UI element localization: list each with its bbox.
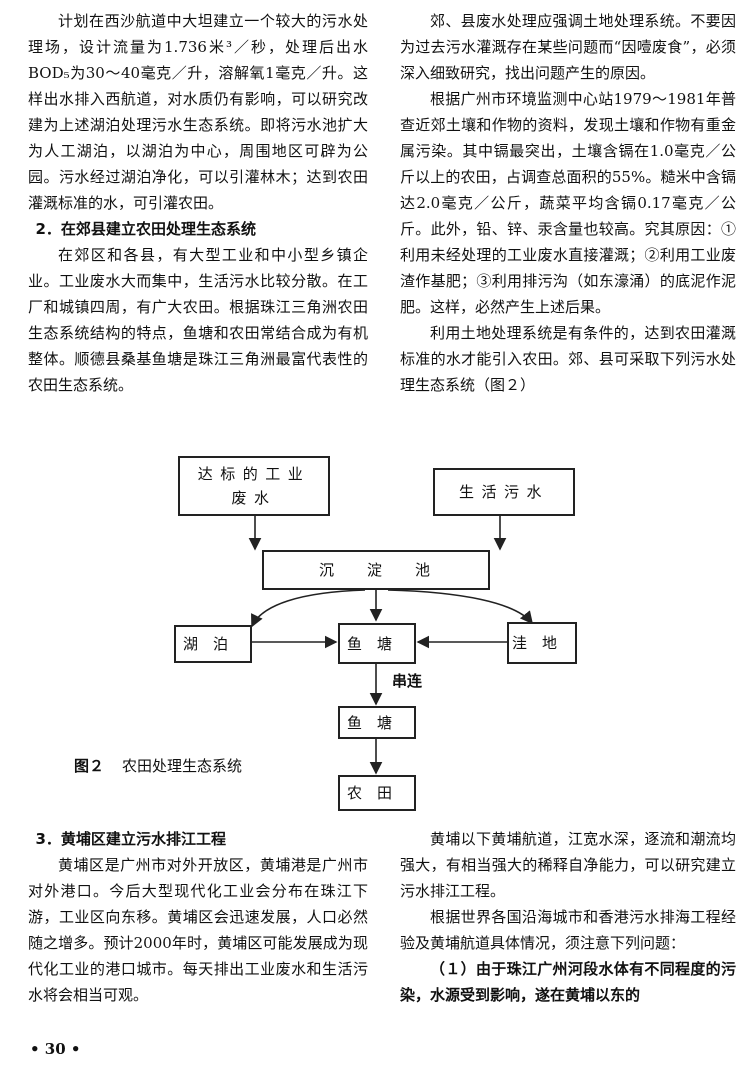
diagram-connectors bbox=[248, 516, 534, 775]
series-label: 串连 bbox=[392, 672, 423, 690]
figure-title: 农田处理生态系统 bbox=[122, 757, 243, 775]
node-fishpond-series: 鱼塘 bbox=[338, 706, 416, 739]
node-lowland: 洼地 bbox=[507, 622, 577, 664]
node-industrial-wastewater: 达标的工业废水 bbox=[178, 456, 330, 516]
node-sedimentation-tank: 沉淀池 bbox=[262, 550, 490, 590]
paragraph: 黄埔区是广州市对外开放区，黄埔港是广州市对外港口。今后大型现代化工业会分布在珠江… bbox=[28, 856, 368, 1004]
page-number: • 30 • bbox=[30, 1040, 81, 1058]
paragraph: 根据世界各国沿海城市和香港污水排海工程经验及黄埔航道具体情况，须注意下列问题： bbox=[400, 908, 736, 952]
paragraph: 郊、县废水处理应强调土地处理系统。不要因为过去污水灌溉存在某些问题而“因噎废食”… bbox=[400, 12, 736, 82]
bottom-left-column: 3．黄埔区建立污水排江工程 黄埔区是广州市对外开放区，黄埔港是广州市对外港口。今… bbox=[28, 826, 368, 1008]
paragraph: （１）由于珠江广州河段水体有不同程度的污染，水源受到影响，遂在黄埔以东的 bbox=[400, 960, 736, 1004]
top-right-column: 郊、县废水处理应强调土地处理系统。不要因为过去污水灌溉存在某些问题而“因噎废食”… bbox=[400, 8, 736, 398]
top-left-column: 计划在西沙航道中大坦建立一个较大的污水处理场，设计流量为1.736米³／秒，处理… bbox=[28, 8, 368, 398]
bottom-right-column: 黄埔以下黄埔航道，江宽水深，逐流和潮流均强大，有相当强大的稀释自净能力，可以研究… bbox=[400, 826, 736, 1008]
arrow-sedimentation-to-lowland bbox=[387, 589, 534, 625]
node-fishpond: 鱼塘 bbox=[338, 623, 416, 664]
paragraph: 根据广州市环境监测中心站1979～1981年普查近郊土壤和作物的资料，发现土壤和… bbox=[400, 90, 736, 316]
figure-number: 图２ bbox=[74, 757, 105, 775]
node-lake: 湖泊 bbox=[174, 625, 252, 663]
paragraph: 计划在西沙航道中大坦建立一个较大的污水处理场，设计流量为1.736米³／秒，处理… bbox=[28, 12, 368, 212]
section-heading-2: 2．在郊县建立农田处理生态系统 bbox=[35, 220, 256, 238]
paragraph: 黄埔以下黄埔航道，江宽水深，逐流和潮流均强大，有相当强大的稀释自净能力，可以研究… bbox=[400, 830, 736, 900]
arrow-sedimentation-to-lake bbox=[251, 589, 366, 628]
paragraph: 利用土地处理系统是有条件的，达到农田灌溉标准的水才能引入农田。郊、县可采取下列污… bbox=[400, 324, 736, 394]
flow-diagram: 达标的工业废水 生活污水 沉淀池 湖泊 鱼塘 洼地 串连 鱼塘 农田 bbox=[0, 440, 740, 820]
section-heading-3: 3．黄埔区建立污水排江工程 bbox=[35, 830, 226, 848]
node-domestic-sewage: 生活污水 bbox=[433, 468, 575, 516]
figure-caption: 图２ 农田处理生态系统 bbox=[74, 755, 242, 776]
paragraph: 在郊区和各县，有大型工业和中小型乡镇企业。工业废水大而集中，生活污水比较分散。在… bbox=[28, 246, 368, 394]
node-farmland: 农田 bbox=[338, 775, 416, 811]
